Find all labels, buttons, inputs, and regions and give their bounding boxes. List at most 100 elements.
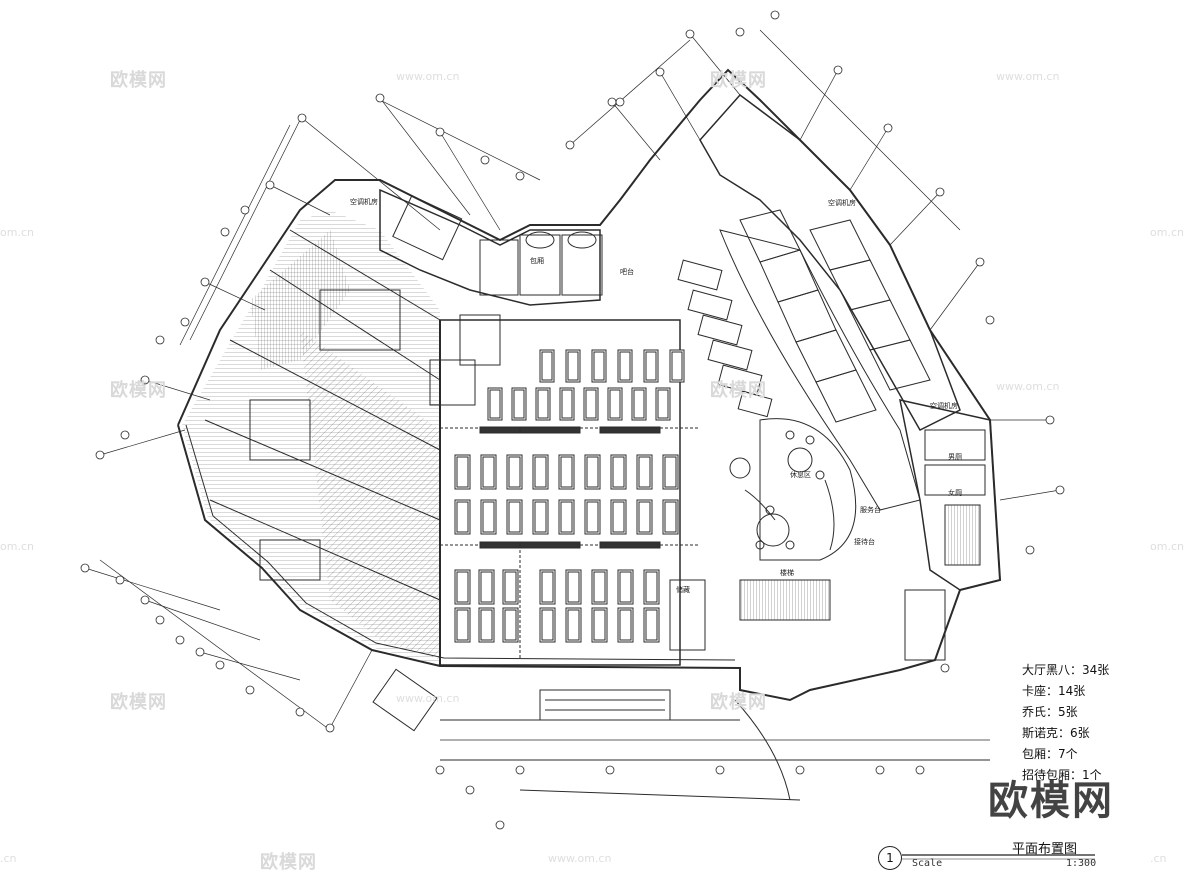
pool-table-inner: [567, 571, 580, 603]
watermark-brand: 欧模网: [710, 70, 767, 91]
pool-table: [511, 387, 527, 421]
pool-table: [655, 387, 671, 421]
grid-bubble: [883, 123, 893, 133]
pool-table-inner: [645, 609, 658, 641]
pool-table: [591, 607, 608, 643]
grid-bubble: [155, 335, 165, 345]
pool-table: [617, 349, 633, 383]
pool-table: [535, 387, 551, 421]
pool-table: [662, 499, 679, 535]
left-wing-hatched-floor: [182, 210, 440, 665]
grid-bubble: [435, 127, 445, 137]
room-label: 空调机房: [930, 402, 958, 410]
pool-table-inner: [645, 351, 657, 381]
dimension-line: [569, 39, 691, 146]
entrance-area: [372, 579, 990, 801]
pool-table-inner: [534, 456, 547, 488]
pool-table-inner: [619, 571, 632, 603]
table-count-legend: 大厅黑八：34张 卡座：14张 乔氏：5张 斯诺克：6张 包厢：7个 招待包厢：…: [1022, 660, 1182, 786]
grid-bubble: [875, 765, 885, 775]
dimension-line: [269, 184, 331, 216]
grid-bubble: [935, 187, 945, 197]
pool-table-inner: [619, 351, 631, 381]
pool-table: [480, 454, 497, 490]
lounge-area: [729, 418, 857, 561]
pool-table: [558, 499, 575, 535]
grid-bubble: [495, 820, 505, 830]
grid-bubble: [685, 29, 695, 39]
dimension-line: [204, 281, 266, 311]
dimension-line: [189, 119, 301, 341]
grid-bubble: [480, 155, 490, 165]
grid-bubble: [115, 575, 125, 585]
grid-bubble: [435, 765, 445, 775]
pool-table: [583, 387, 599, 421]
pool-table-inner: [567, 351, 579, 381]
grid-bubbles: [80, 10, 1065, 830]
dimension-line: [799, 69, 839, 141]
watermark-brand: 欧模网: [710, 692, 767, 713]
dimension-line: [144, 599, 261, 641]
pool-table: [454, 454, 471, 490]
dimension-line: [199, 651, 301, 681]
pool-table-inner: [508, 456, 521, 488]
grid-bubble: [325, 723, 335, 733]
pool-table-inner: [508, 501, 521, 533]
grid-bubble: [915, 765, 925, 775]
pool-table-inner: [504, 609, 517, 641]
dimension-line: [379, 97, 471, 216]
grid-bubble: [985, 315, 995, 325]
pool-table: [478, 569, 495, 605]
pool-table-inner: [561, 389, 573, 419]
pool-table-inner: [664, 501, 677, 533]
room-label: 空调机房: [828, 199, 856, 207]
grid-bubble: [975, 257, 985, 267]
room-label: 女厕: [948, 489, 962, 497]
pool-table: [617, 607, 634, 643]
pool-table: [631, 387, 647, 421]
dimension-line: [301, 117, 441, 231]
room-label: 楼梯: [780, 569, 794, 577]
legend-line: 乔氏：5张: [1022, 705, 1078, 719]
dimension-line: [759, 29, 961, 231]
pool-table: [478, 607, 495, 643]
grid-bubble: [95, 450, 105, 460]
pool-table-inner: [657, 389, 669, 419]
grid-bubble: [607, 97, 617, 107]
dimension-lines: [84, 29, 1061, 741]
grid-bubble: [140, 595, 150, 605]
pool-table: [565, 569, 582, 605]
watermark-url: www.om.cn: [996, 70, 1060, 83]
grid-bubble: [565, 140, 575, 150]
pool-table: [591, 349, 607, 383]
room-label: 接待台: [854, 538, 875, 546]
grid-bubble: [155, 615, 165, 625]
pool-table-inner: [482, 456, 495, 488]
grid-bubble: [795, 765, 805, 775]
pool-table-inner: [645, 571, 658, 603]
dimension-line: [329, 649, 373, 729]
pool-table: [502, 569, 519, 605]
pool-table-inner: [537, 389, 549, 419]
pool-table-inner: [593, 351, 605, 381]
dimension-line: [689, 33, 741, 96]
pool-table-inner: [456, 571, 469, 603]
watermark-url: om.cn: [0, 226, 34, 239]
pool-table: [539, 569, 556, 605]
pool-tables: [454, 349, 685, 643]
pool-table: [506, 499, 523, 535]
dimension-line: [929, 261, 981, 331]
pool-table: [532, 499, 549, 535]
pool-table-inner: [489, 389, 501, 419]
pool-table: [559, 387, 575, 421]
pool-table-inner: [534, 501, 547, 533]
grid-bubble: [465, 785, 475, 795]
pool-table: [610, 454, 627, 490]
pool-table-inner: [586, 501, 599, 533]
pool-table-inner: [638, 501, 651, 533]
dimension-line: [439, 131, 501, 231]
pool-table: [643, 349, 659, 383]
grid-bubble: [615, 97, 625, 107]
watermark-url: www.om.cn: [996, 380, 1060, 393]
